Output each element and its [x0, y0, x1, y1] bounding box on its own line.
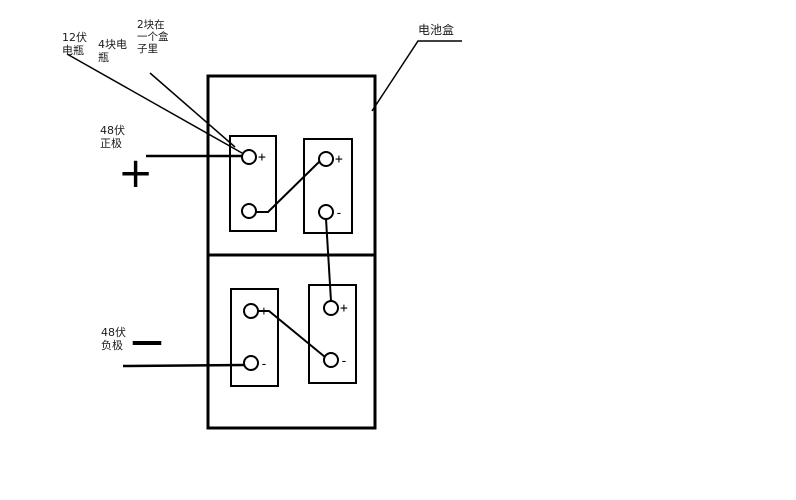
- label-line: 2块在: [137, 19, 165, 31]
- terminal-top-left-plus: [241, 149, 257, 165]
- label-48v-positive: 48伏 正极: [100, 124, 125, 150]
- label-battery-count: 4块电 瓶: [98, 38, 127, 64]
- large-minus-symbol: —: [131, 322, 163, 360]
- terminal-sign-minus: -: [335, 206, 343, 221]
- terminal-sign-plus: +: [258, 150, 266, 165]
- wire-series-bottom: [258, 310, 326, 358]
- battery-box-outline: [206, 74, 377, 430]
- terminal-top-right-plus: [318, 151, 334, 167]
- terminal-bottom-right-plus: [323, 300, 339, 316]
- label-two-per-box: 2块在 一个盒 子里: [137, 19, 169, 55]
- label-line: 一个盒: [137, 31, 169, 43]
- terminal-sign-minus: -: [340, 354, 348, 369]
- battery-cell-bottom-right: [308, 284, 357, 384]
- label-line: 子里: [137, 43, 158, 55]
- label-line: 48伏: [100, 124, 125, 137]
- battery-cell-top-right: [303, 138, 353, 234]
- terminal-sign-minus: -: [260, 357, 268, 372]
- label-12v-battery: 12伏 电瓶: [62, 31, 87, 57]
- label-line: 12伏: [62, 31, 87, 44]
- label-line: 电瓶: [62, 44, 84, 57]
- terminal-top-right-minus: [318, 204, 334, 220]
- terminal-bottom-right-minus: [323, 352, 339, 368]
- battery-cell-top-left: [229, 135, 277, 232]
- label-battery-box: 电池盒: [418, 23, 455, 37]
- wire-series-middle: [325, 218, 332, 302]
- terminal-sign-plus: +: [260, 304, 268, 319]
- terminal-top-left-minus: [241, 203, 257, 219]
- wire-negative-feed: [122, 363, 245, 368]
- label-line: 负极: [101, 339, 123, 352]
- large-plus-symbol: +: [118, 148, 154, 197]
- battery-cell-bottom-left: [230, 288, 279, 387]
- label-line: 瓶: [98, 51, 109, 64]
- leader-line-battery-count: [149, 72, 236, 148]
- leader-line-12v-battery: [66, 53, 243, 154]
- terminal-sign-plus: +: [335, 152, 343, 167]
- wire-series-top: [256, 160, 321, 213]
- label-48v-negative: 48伏 负极: [101, 326, 126, 352]
- terminal-sign-plus: +: [340, 301, 348, 316]
- label-line: 4块电: [98, 38, 127, 51]
- label-line: 正极: [100, 137, 122, 150]
- terminal-sign-minus: -: [258, 205, 266, 220]
- label-line: 48伏: [101, 326, 126, 339]
- leader-line-battery-box: [371, 40, 462, 112]
- terminal-bottom-left-plus: [243, 303, 259, 319]
- terminal-bottom-left-minus: [243, 355, 259, 371]
